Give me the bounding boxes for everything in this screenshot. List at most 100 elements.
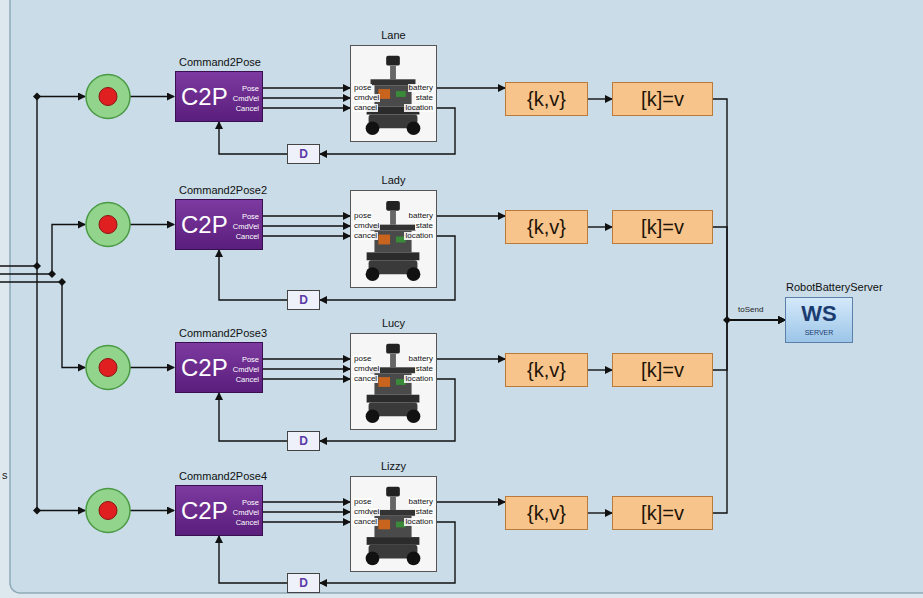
connector (263, 107, 350, 108)
circle-wire (130, 224, 174, 225)
block-symbol: [k]=v (613, 503, 712, 523)
connector (588, 369, 612, 370)
input-wire (0, 282, 85, 368)
block-symbol: C2P (181, 356, 228, 380)
robot-plate (367, 395, 420, 403)
robot-wheel (407, 552, 421, 566)
connector (713, 320, 785, 513)
delay-box: D (287, 431, 320, 451)
block-symbol: {k,v} (506, 360, 587, 380)
delay-symbol: D (288, 577, 319, 589)
block-symbol: C2P (181, 499, 228, 523)
input-wire (0, 265, 37, 266)
port-name: Pose (242, 356, 259, 364)
toggle-dot (99, 359, 117, 377)
robot-box: Lizzyposecmdvelcancelbatterystatelocatio… (350, 476, 437, 572)
port-name: cancel (353, 104, 378, 112)
connector (219, 250, 287, 300)
connector (263, 225, 350, 226)
port-name: Cancel (236, 519, 259, 527)
toggle-circle (86, 346, 130, 390)
port-name: CmdVel (233, 366, 259, 374)
connector (588, 98, 612, 99)
connector (263, 97, 350, 98)
port-name: Pose (242, 499, 259, 507)
port-name: Pose (242, 85, 259, 93)
robot-board (378, 235, 390, 245)
port-name: cmdvel (353, 94, 380, 102)
toggle-circle (86, 489, 130, 533)
block-symbol: {k,v} (506, 503, 587, 523)
robot-wheel (366, 409, 380, 423)
port-name: cancel (353, 518, 378, 526)
port-name: state (415, 365, 434, 373)
assign-box: [k]=v (612, 82, 713, 116)
port-name: state (415, 222, 434, 230)
robot-name: Lucy (331, 318, 456, 329)
port-name: Pose (242, 213, 259, 221)
connector (588, 226, 612, 227)
block-symbol: [k]=v (613, 217, 712, 237)
connector (263, 368, 350, 369)
robot-box: Laneposecmdvelcancelbatterystatelocation (350, 45, 437, 142)
port-name: Cancel (236, 233, 259, 241)
block-symbol: [k]=v (613, 89, 712, 109)
robot-box: Ladyposecmdvelcancelbatterystatelocation (350, 190, 437, 288)
pair-box: {k,v} (505, 496, 588, 530)
delay-symbol: D (288, 148, 319, 160)
connector (219, 536, 287, 583)
robot-wheel (366, 552, 380, 566)
junction-diamond (33, 262, 41, 270)
port-name: battery (408, 498, 434, 506)
robot-wheel (407, 121, 421, 135)
junction-diamond (33, 93, 41, 101)
toggle-dot (99, 88, 117, 106)
assign-box: [k]=v (612, 353, 713, 387)
port-name: battery (408, 355, 434, 363)
assign-box: [k]=v (612, 496, 713, 530)
robot-mast (390, 66, 396, 80)
assign-box: [k]=v (612, 210, 713, 244)
port-name: CmdVel (233, 223, 259, 231)
pair-box: {k,v} (505, 353, 588, 387)
connector (713, 320, 785, 370)
robot-name: Lizzy (331, 461, 456, 472)
port-name: pose (353, 355, 372, 363)
pair-box: {k,v} (505, 210, 588, 244)
port-name: battery (408, 212, 434, 220)
block-symbol: {k,v} (506, 217, 587, 237)
robot-plate (367, 252, 420, 260)
toggle-circle (86, 203, 130, 247)
junction-diamond (58, 278, 66, 286)
robot-wheel (366, 267, 380, 281)
robot-wheel (407, 409, 421, 423)
port-name: pose (353, 212, 372, 220)
port-name: cancel (353, 232, 378, 240)
port-name: Cancel (236, 376, 259, 384)
connector (588, 512, 612, 513)
robot-sensor (386, 56, 400, 66)
robot-mast (390, 496, 396, 510)
toggle-dot (99, 216, 117, 234)
command-box: Command2Pose2C2PPoseCmdVelCancel (175, 199, 263, 250)
port-name: battery (408, 84, 434, 92)
server-symbol: WS (786, 303, 852, 325)
connector (263, 235, 350, 236)
robot-name: Lady (331, 175, 456, 186)
block-symbol: C2P (181, 213, 228, 237)
command-box: Command2Pose3C2PPoseCmdVelCancel (175, 342, 263, 393)
robot-sensor (386, 344, 400, 354)
robot-board (378, 520, 390, 530)
connector (263, 378, 350, 379)
port-name: CmdVel (233, 95, 259, 103)
port-name: pose (353, 84, 372, 92)
robot-sensor (386, 487, 400, 497)
command-box: Command2Pose4C2PPoseCmdVelCancel (175, 485, 263, 536)
server-caption: SERVER (786, 329, 852, 336)
command-box: Command2PoseC2PPoseCmdVelCancel (175, 71, 263, 122)
block-title: Command2Pose2 (179, 185, 267, 196)
delay-symbol: D (288, 435, 319, 447)
block-symbol: [k]=v (613, 360, 712, 380)
input-wire (37, 510, 85, 511)
